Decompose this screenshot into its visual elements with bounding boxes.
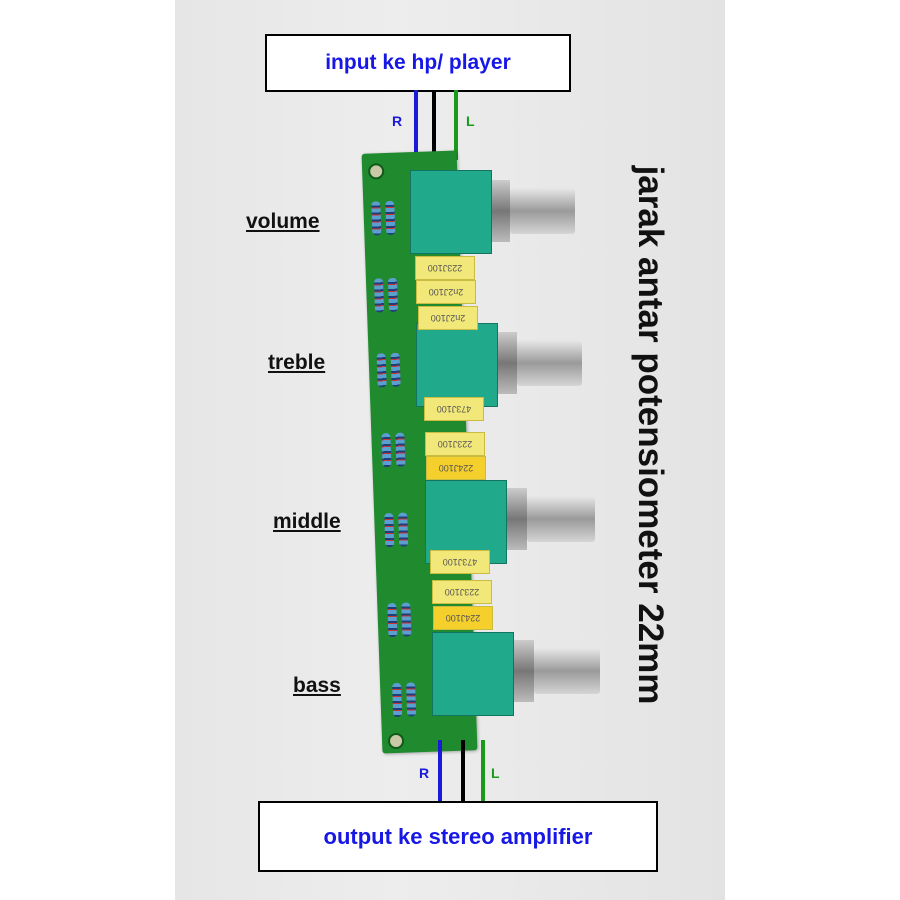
- resistor: [392, 682, 403, 718]
- input-wire-left: [454, 90, 458, 160]
- label-bass: bass: [293, 674, 341, 697]
- output-wire-left: [481, 740, 485, 802]
- treble-potentiometer: [416, 323, 498, 407]
- output-wire-ground: [461, 740, 465, 802]
- input-wire-right: [414, 90, 418, 160]
- output-label-r: R: [419, 765, 430, 781]
- pot-nut: [495, 332, 517, 394]
- output-box: output ke stereo amplifier: [258, 801, 658, 872]
- pot-shaft: [534, 648, 600, 694]
- input-label-r: R: [392, 113, 403, 129]
- input-box-label: input ke hp/ player: [325, 51, 511, 74]
- capacitor-marking: 224J100: [438, 463, 474, 473]
- capacitor: 473J100: [424, 397, 484, 421]
- resistor: [376, 353, 387, 388]
- capacitor-marking: 223J100: [444, 587, 480, 597]
- resistor: [406, 682, 417, 717]
- capacitor: 223J100: [432, 580, 492, 604]
- output-label-l: L: [491, 765, 500, 781]
- potentiometer-spacing-note: jarak antar potensiometer 22mm: [631, 165, 670, 705]
- pot-nut: [512, 640, 534, 702]
- output-box-label: output ke stereo amplifier: [323, 823, 593, 849]
- capacitor: 2n2J100: [418, 306, 478, 330]
- input-label-l: L: [466, 113, 475, 129]
- label-middle: middle: [273, 510, 341, 533]
- resistor: [395, 432, 406, 467]
- volume-potentiometer: [410, 170, 492, 254]
- resistor: [398, 512, 409, 547]
- pot-nut: [505, 488, 527, 550]
- label-volume: volume: [246, 210, 320, 233]
- capacitor: 223J100: [425, 432, 485, 456]
- capacitor-marking: 2n2J100: [430, 313, 466, 323]
- resistor: [401, 602, 412, 637]
- bass-potentiometer: [432, 632, 514, 716]
- resistor: [373, 278, 385, 313]
- capacitor: 473J100: [430, 550, 490, 574]
- resistor: [381, 433, 392, 468]
- output-wire-right: [438, 740, 442, 802]
- resistor: [384, 512, 395, 548]
- input-wire-ground: [432, 90, 436, 160]
- capacitor-marking: 224J100: [445, 613, 481, 623]
- resistor: [385, 200, 396, 236]
- resistor: [390, 352, 401, 387]
- capacitor-marking: 473J100: [436, 404, 472, 414]
- capacitor-marking: 2n2J100: [428, 287, 464, 297]
- capacitor-marking: 223J100: [437, 439, 473, 449]
- resistor: [371, 201, 382, 236]
- pot-shaft: [517, 340, 582, 386]
- capacitor: 224J100: [426, 456, 486, 480]
- capacitor: 224J100: [433, 606, 493, 630]
- pot-nut: [488, 180, 510, 242]
- resistor: [387, 602, 398, 638]
- mounting-hole: [387, 732, 405, 750]
- capacitor: 2n2J100: [416, 280, 476, 304]
- pot-shaft: [510, 188, 575, 234]
- capacitor-marking: 473J100: [442, 557, 478, 567]
- input-box: input ke hp/ player: [265, 34, 571, 92]
- resistor: [387, 277, 399, 312]
- label-treble: treble: [268, 351, 326, 374]
- capacitor-marking: 223J100: [427, 263, 463, 273]
- capacitor: 223J100: [415, 256, 475, 280]
- mounting-hole: [367, 163, 385, 180]
- pot-shaft: [527, 496, 595, 542]
